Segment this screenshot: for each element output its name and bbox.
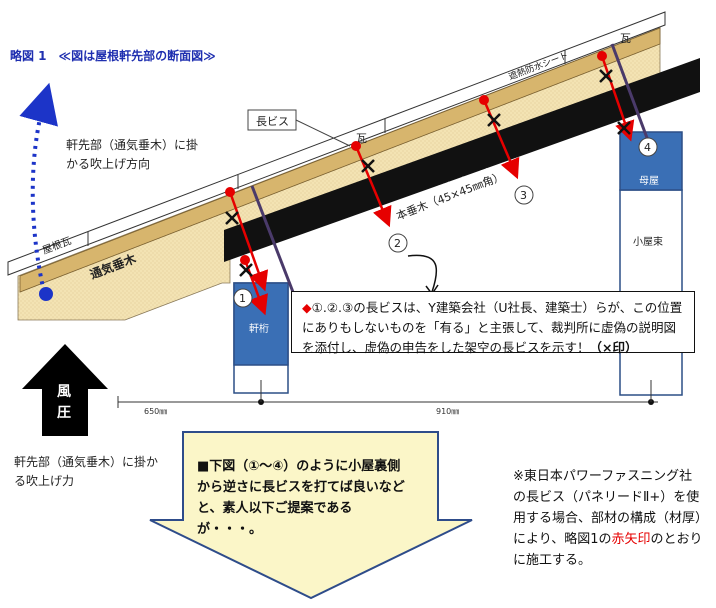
x-mark-6 — [617, 121, 631, 135]
red-screw-4 — [482, 99, 520, 180]
red-screw-3 — [354, 145, 392, 228]
note-text: ①.②.③の長ビスは、Y建築会社（U社長、建築士）らが、この位置にありもしないも… — [302, 300, 683, 355]
false-screw-note: ◆①.②.③の長ビスは、Y建築会社（U社長、建築士）らが、この位置にありもしない… — [291, 291, 695, 355]
tile-seams — [87, 50, 566, 246]
red-screw-3-head — [351, 141, 361, 151]
purple-screw-left — [250, 185, 300, 306]
eave-beam-label: 軒桁 — [249, 322, 269, 335]
wind-label: 風 — [57, 384, 71, 400]
uplift-force-text: 軒先部（通気垂木）に掛かる吹上げ力 — [14, 455, 159, 488]
dimension-line — [117, 380, 658, 408]
note-mark: （×印） — [589, 340, 638, 355]
manufacturer-note: ※東日本パワーファスニング社の長ビス（パネリードⅡ+）を使用する場合、部材の構成… — [513, 466, 703, 571]
red-screw-1-head — [240, 255, 250, 265]
manufacturer-note-part1: ※東日本パワーファスニング社の長ビス（パネリードⅡ+）を使用する場合、部材の構成… — [513, 469, 702, 547]
long-screw-label: 長ビス — [256, 115, 289, 128]
red-screw-5 — [600, 55, 635, 142]
x-mark-2 — [225, 211, 239, 225]
purlin-label: 母屋 — [639, 175, 659, 187]
long-screw-leader — [295, 119, 351, 147]
red-screws — [225, 51, 635, 316]
uplift-direction-text: 軒先部（通気垂木）に掛かる吹上げ方向 — [66, 138, 199, 171]
manufacturer-note-part2: のとおりに施工する。 — [513, 532, 703, 568]
strut-label: 小屋束 — [633, 236, 663, 248]
marker-2-leader — [407, 254, 438, 293]
marker-4: 4 — [638, 137, 658, 157]
x-mark-1 — [239, 263, 253, 277]
x-mark-3 — [361, 159, 375, 173]
wind-pressure-arrow — [22, 344, 108, 436]
x-mark-5 — [599, 69, 613, 83]
uplift-direction-arrow — [19, 82, 58, 293]
note-diamond: ◆ — [302, 300, 312, 315]
tile-layer — [7, 11, 666, 276]
svg-text:2: 2 — [394, 237, 401, 250]
uplift-origin-dot — [39, 287, 53, 301]
red-screw-4-head — [479, 95, 489, 105]
dimension-left: 650㎜ — [144, 407, 167, 416]
marker-3: 3 — [514, 185, 534, 205]
pressure-label: 圧 — [57, 405, 71, 421]
tile-label-mid: 瓦 — [356, 132, 367, 145]
svg-text:3: 3 — [520, 189, 527, 202]
red-screw-2 — [228, 191, 269, 292]
red-screw-2-head — [225, 187, 235, 197]
diagram-title: 略図 1 ≪図は屋根軒先部の断面図≫ — [10, 48, 216, 63]
proposal-callout-arrow — [149, 431, 473, 600]
proposal-callout-text: ■下図（①～④）のように小屋裏側から逆さに長ビスを打てば良いなどと、素人以下ご提… — [197, 459, 405, 537]
insulation-board — [224, 58, 700, 262]
red-screw-5-head — [597, 51, 607, 61]
x-marks — [225, 69, 631, 277]
marker-2: 2 — [388, 233, 408, 253]
ventilation-rafter — [19, 27, 661, 293]
tile-label-top: 瓦 — [620, 32, 631, 45]
marker-1: 1 — [233, 288, 253, 308]
svg-text:4: 4 — [644, 141, 651, 154]
dimension-right: 910㎜ — [436, 407, 459, 416]
purple-screw-right — [610, 43, 652, 147]
svg-text:1: 1 — [239, 292, 246, 305]
x-mark-4 — [487, 113, 501, 127]
manufacturer-note-red: 赤矢印 — [611, 532, 651, 547]
